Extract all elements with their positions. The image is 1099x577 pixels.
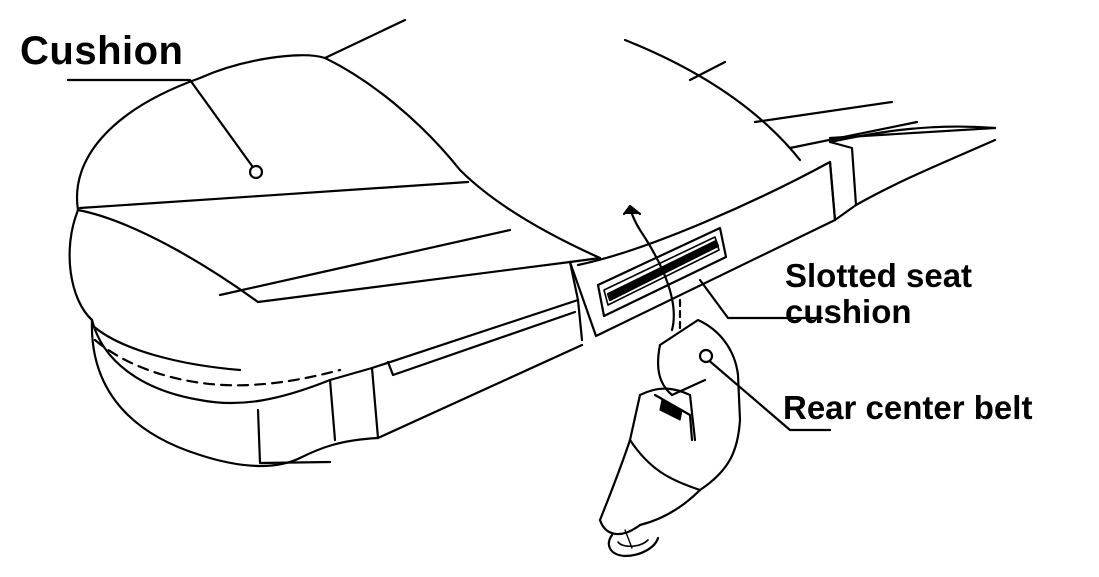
routing-arrow [622, 204, 682, 332]
background-seat-lines [323, 18, 997, 162]
slotted-leader [698, 278, 824, 320]
left-cushion [68, 54, 602, 468]
slotted-label-line1: Slotted seat [785, 257, 973, 294]
slotted-seat-cushion-label: Slotted seat cushion [785, 258, 972, 329]
cushion-callout-dot [248, 164, 264, 180]
rear-center-belt-buckle [598, 318, 742, 558]
cushion-leader [66, 78, 257, 172]
leader-lines [66, 78, 832, 432]
slotted-label-line2: cushion [785, 292, 912, 330]
cushion-label: Cushion [20, 29, 184, 73]
belt-callout-dot [698, 348, 714, 364]
belt-leader [704, 356, 832, 432]
rear-center-belt-label: Rear center belt [783, 389, 1033, 426]
